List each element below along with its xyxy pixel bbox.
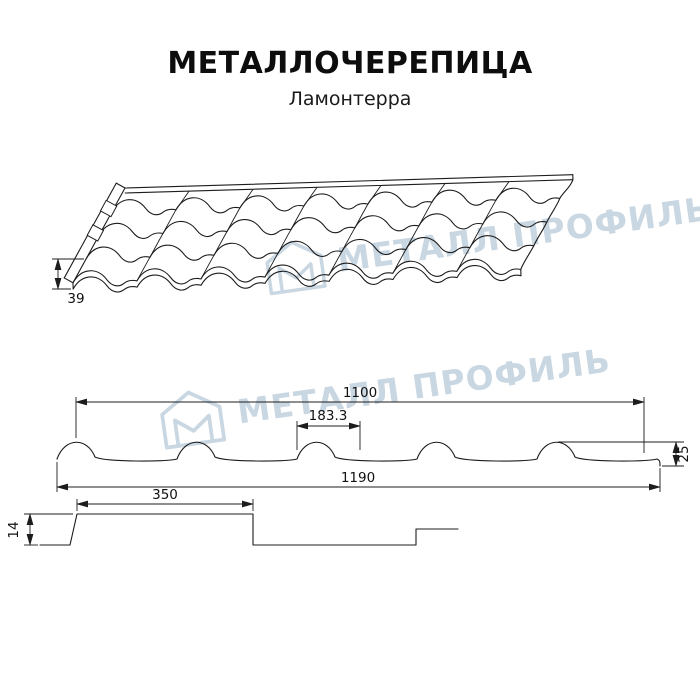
dimension-label-39: 39: [67, 291, 84, 307]
dimension-label-1190: 1190: [341, 470, 375, 486]
roof-isometric-view: [63, 174, 574, 293]
dimension-label-14: 14: [6, 521, 22, 538]
step-height-dimension: 14: [6, 513, 73, 546]
page-title: МЕТАЛЛОЧЕРЕПИЦА: [167, 46, 533, 81]
header: МЕТАЛЛОЧЕРЕПИЦА Ламонтерра: [0, 46, 700, 110]
tile-cross-section: [56, 441, 661, 467]
module-length-dimension: 350: [76, 487, 254, 511]
fastening-clip: [86, 224, 105, 242]
cover-width-dimension: 1100: [75, 385, 645, 453]
profile-height-dimension: 25: [558, 441, 692, 467]
dimension-label-25: 25: [676, 445, 692, 462]
fastening-clip: [99, 199, 118, 218]
dimension-label-1100: 1100: [343, 385, 377, 401]
roof-height-dimension: 39: [52, 258, 85, 307]
tile-step-lines: [136, 181, 510, 282]
full-width-dimension: 1190: [56, 462, 661, 492]
wave-step-dimension: 183.3: [296, 408, 361, 450]
step-profile: [39, 513, 459, 546]
dimension-label-350: 350: [152, 487, 178, 503]
dimension-label-183.3: 183.3: [309, 408, 348, 424]
page-subtitle: Ламонтерра: [288, 88, 412, 110]
